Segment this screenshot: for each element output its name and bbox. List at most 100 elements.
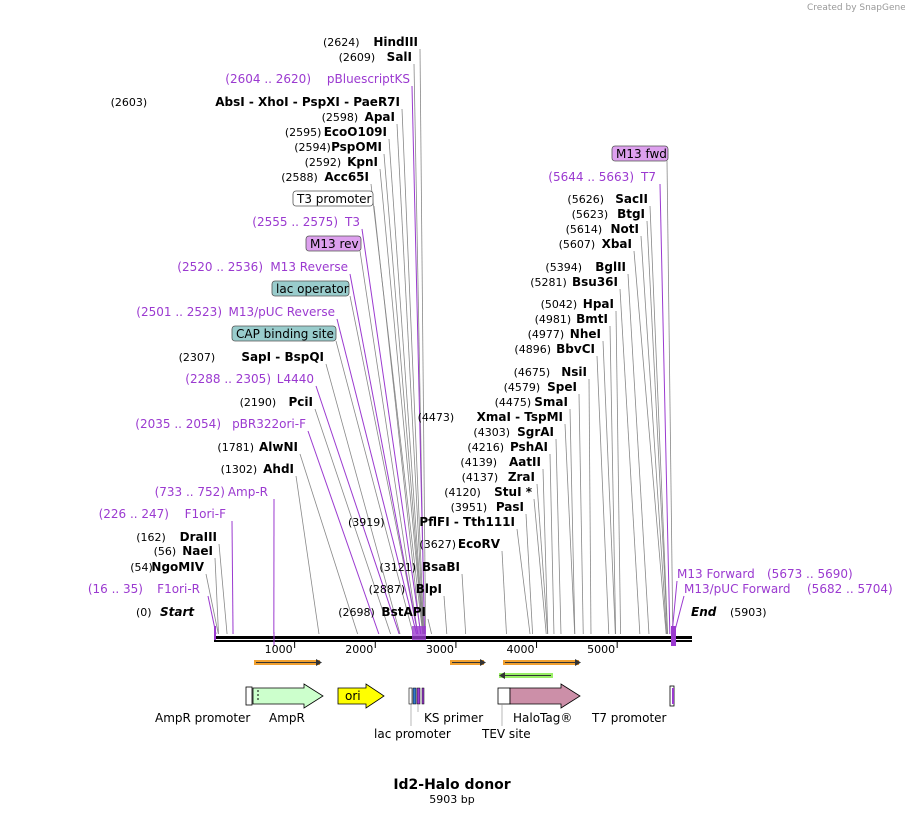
leader-line: [361, 228, 422, 635]
site-position: (4303): [473, 426, 510, 439]
leader-line: [533, 498, 547, 635]
leader-line: [602, 340, 616, 635]
site-name: StuI *: [494, 485, 533, 499]
site-position: (5623): [572, 208, 609, 221]
primer-range: (2604 .. 2620): [225, 72, 311, 86]
leader-line: [542, 468, 549, 635]
site-pcii: PciI(2190): [240, 395, 313, 409]
site-position: (2887): [369, 583, 406, 596]
leader-line: [443, 595, 448, 635]
site-position: (2594): [294, 141, 331, 154]
feature-box-label: M13 rev: [310, 237, 359, 251]
site-bmti: BmtI(4981): [535, 312, 608, 326]
t7-promoter-label: T7 promoter: [591, 711, 667, 725]
site-leader-lines: [205, 48, 674, 635]
leader-line: [411, 85, 426, 635]
site-name: SapI - BspQI: [241, 350, 324, 364]
leader-line: [379, 168, 424, 635]
lac-promoter-label: lac promoter: [374, 727, 451, 741]
leader-line: [564, 423, 576, 635]
site-position: (2698): [338, 606, 375, 619]
feature-box-lac-operator: lac operator: [271, 280, 350, 297]
end-label: End: [691, 605, 717, 619]
primer-name: M13/pUC Forward: [684, 582, 791, 596]
site-position: (4896): [514, 343, 551, 356]
primer-range: (5644 .. 5663): [548, 170, 634, 184]
primer-t7: T7(5644 .. 5663): [548, 170, 656, 184]
site-absi: AbsI - XhoI - PspXI - PaeR7I(2603): [111, 95, 400, 109]
ampr-promoter-shape: [245, 686, 253, 706]
site-position: (5614): [566, 223, 603, 236]
site-apai: ApaI(2598): [322, 110, 395, 124]
site-name: BbvCI: [556, 342, 595, 356]
site-name: PasI: [496, 500, 524, 514]
leader-line: [314, 408, 391, 635]
end-position: (5903): [730, 606, 767, 619]
primer-range: (2035 .. 2054): [135, 417, 221, 431]
site-name: NgoMIV: [151, 560, 204, 574]
site-name: SmaI: [534, 395, 568, 409]
primer-range: (16 .. 35): [88, 582, 143, 596]
primer-pbr322ori-f: pBR322ori-F (2035 .. 2054): [135, 417, 306, 431]
leader-line: [555, 438, 562, 635]
leader-line: [359, 250, 419, 635]
site-position: (3627): [419, 538, 456, 551]
feature-box-t3-promoter: T3 promoter: [292, 190, 374, 207]
leader-line: [349, 295, 419, 635]
site-position: (2595): [285, 126, 322, 139]
feature-box-label: T3 promoter: [296, 192, 372, 206]
site-name: HpaI: [583, 297, 614, 311]
primer-name: F1ori-R: [157, 582, 200, 596]
site-smai: SmaI(4475): [495, 395, 568, 409]
primer-range: (5682 .. 5704): [807, 582, 893, 596]
site-pspomi: PspOMI(2594): [294, 140, 382, 154]
primer-range: (2520 .. 2536): [177, 260, 263, 274]
site-position: (3951): [451, 501, 488, 514]
leader-line: [596, 355, 610, 635]
site-position: (5281): [530, 276, 567, 289]
primer-range: (226 .. 247): [99, 507, 169, 521]
site-position: (1781): [217, 441, 254, 454]
site-name: NheI: [570, 327, 601, 341]
tick-label: 2000: [345, 643, 373, 656]
site-stui: StuI *(4120): [444, 485, 532, 499]
site-name: Acc65I: [324, 170, 369, 184]
primer-name: T3: [344, 215, 360, 229]
snapgene-credit: Created by SnapGene: [807, 3, 905, 13]
site-position: (5394): [545, 261, 582, 274]
primer-name: M13/pUC Reverse: [229, 305, 336, 319]
ampr-arrow: [252, 683, 324, 709]
primer-m13-puc-forward: M13/pUC Forward (5682 .. 5704): [684, 582, 893, 596]
tick-label: 4000: [507, 643, 535, 656]
site-bsu36i: Bsu36I(5281): [530, 275, 618, 289]
primer-l4440: L4440(2288 .. 2305): [185, 372, 314, 386]
site-name: ApaI: [365, 110, 395, 124]
primer-name: pBR322ori-F: [232, 417, 306, 431]
site-kpni: KpnI(2592): [305, 155, 378, 169]
feature-track: ori AmpR promoter AmpR lac promoter KS p…: [155, 683, 675, 741]
lac-operator-shape: [412, 687, 417, 705]
site-sgrai: SgrAI(4303): [473, 425, 554, 439]
site-alwni: AlwNI (1781): [217, 440, 298, 454]
ks-primer-shape: [416, 687, 421, 705]
leader-line: [516, 528, 531, 635]
site-name: BglII: [595, 260, 626, 274]
site-spei: SpeI(4579): [504, 380, 577, 394]
primer-m13-reverse: M13 Reverse(2520 .. 2536): [177, 260, 348, 274]
leader-line: [501, 550, 507, 635]
site-draiii: DraIII(162): [136, 530, 217, 544]
site-bglii: BglII (5394): [545, 260, 626, 274]
site-name: AlwNI: [259, 440, 298, 454]
primer-range: (5673 .. 5690): [767, 567, 853, 581]
primer-f1ori-r: F1ori-R (16 .. 35): [88, 582, 200, 596]
site-name: NsiI: [561, 365, 587, 379]
site-name: EcoO109I: [324, 125, 387, 139]
halotag-label: HaloTag®: [513, 711, 572, 725]
leader-line: [649, 205, 669, 635]
leader-line: [299, 453, 358, 635]
leader-line: [619, 288, 641, 635]
orf-arrow-1: [254, 659, 322, 666]
leader-line: [383, 153, 424, 635]
feature-box-label: M13 fwd: [616, 147, 667, 161]
